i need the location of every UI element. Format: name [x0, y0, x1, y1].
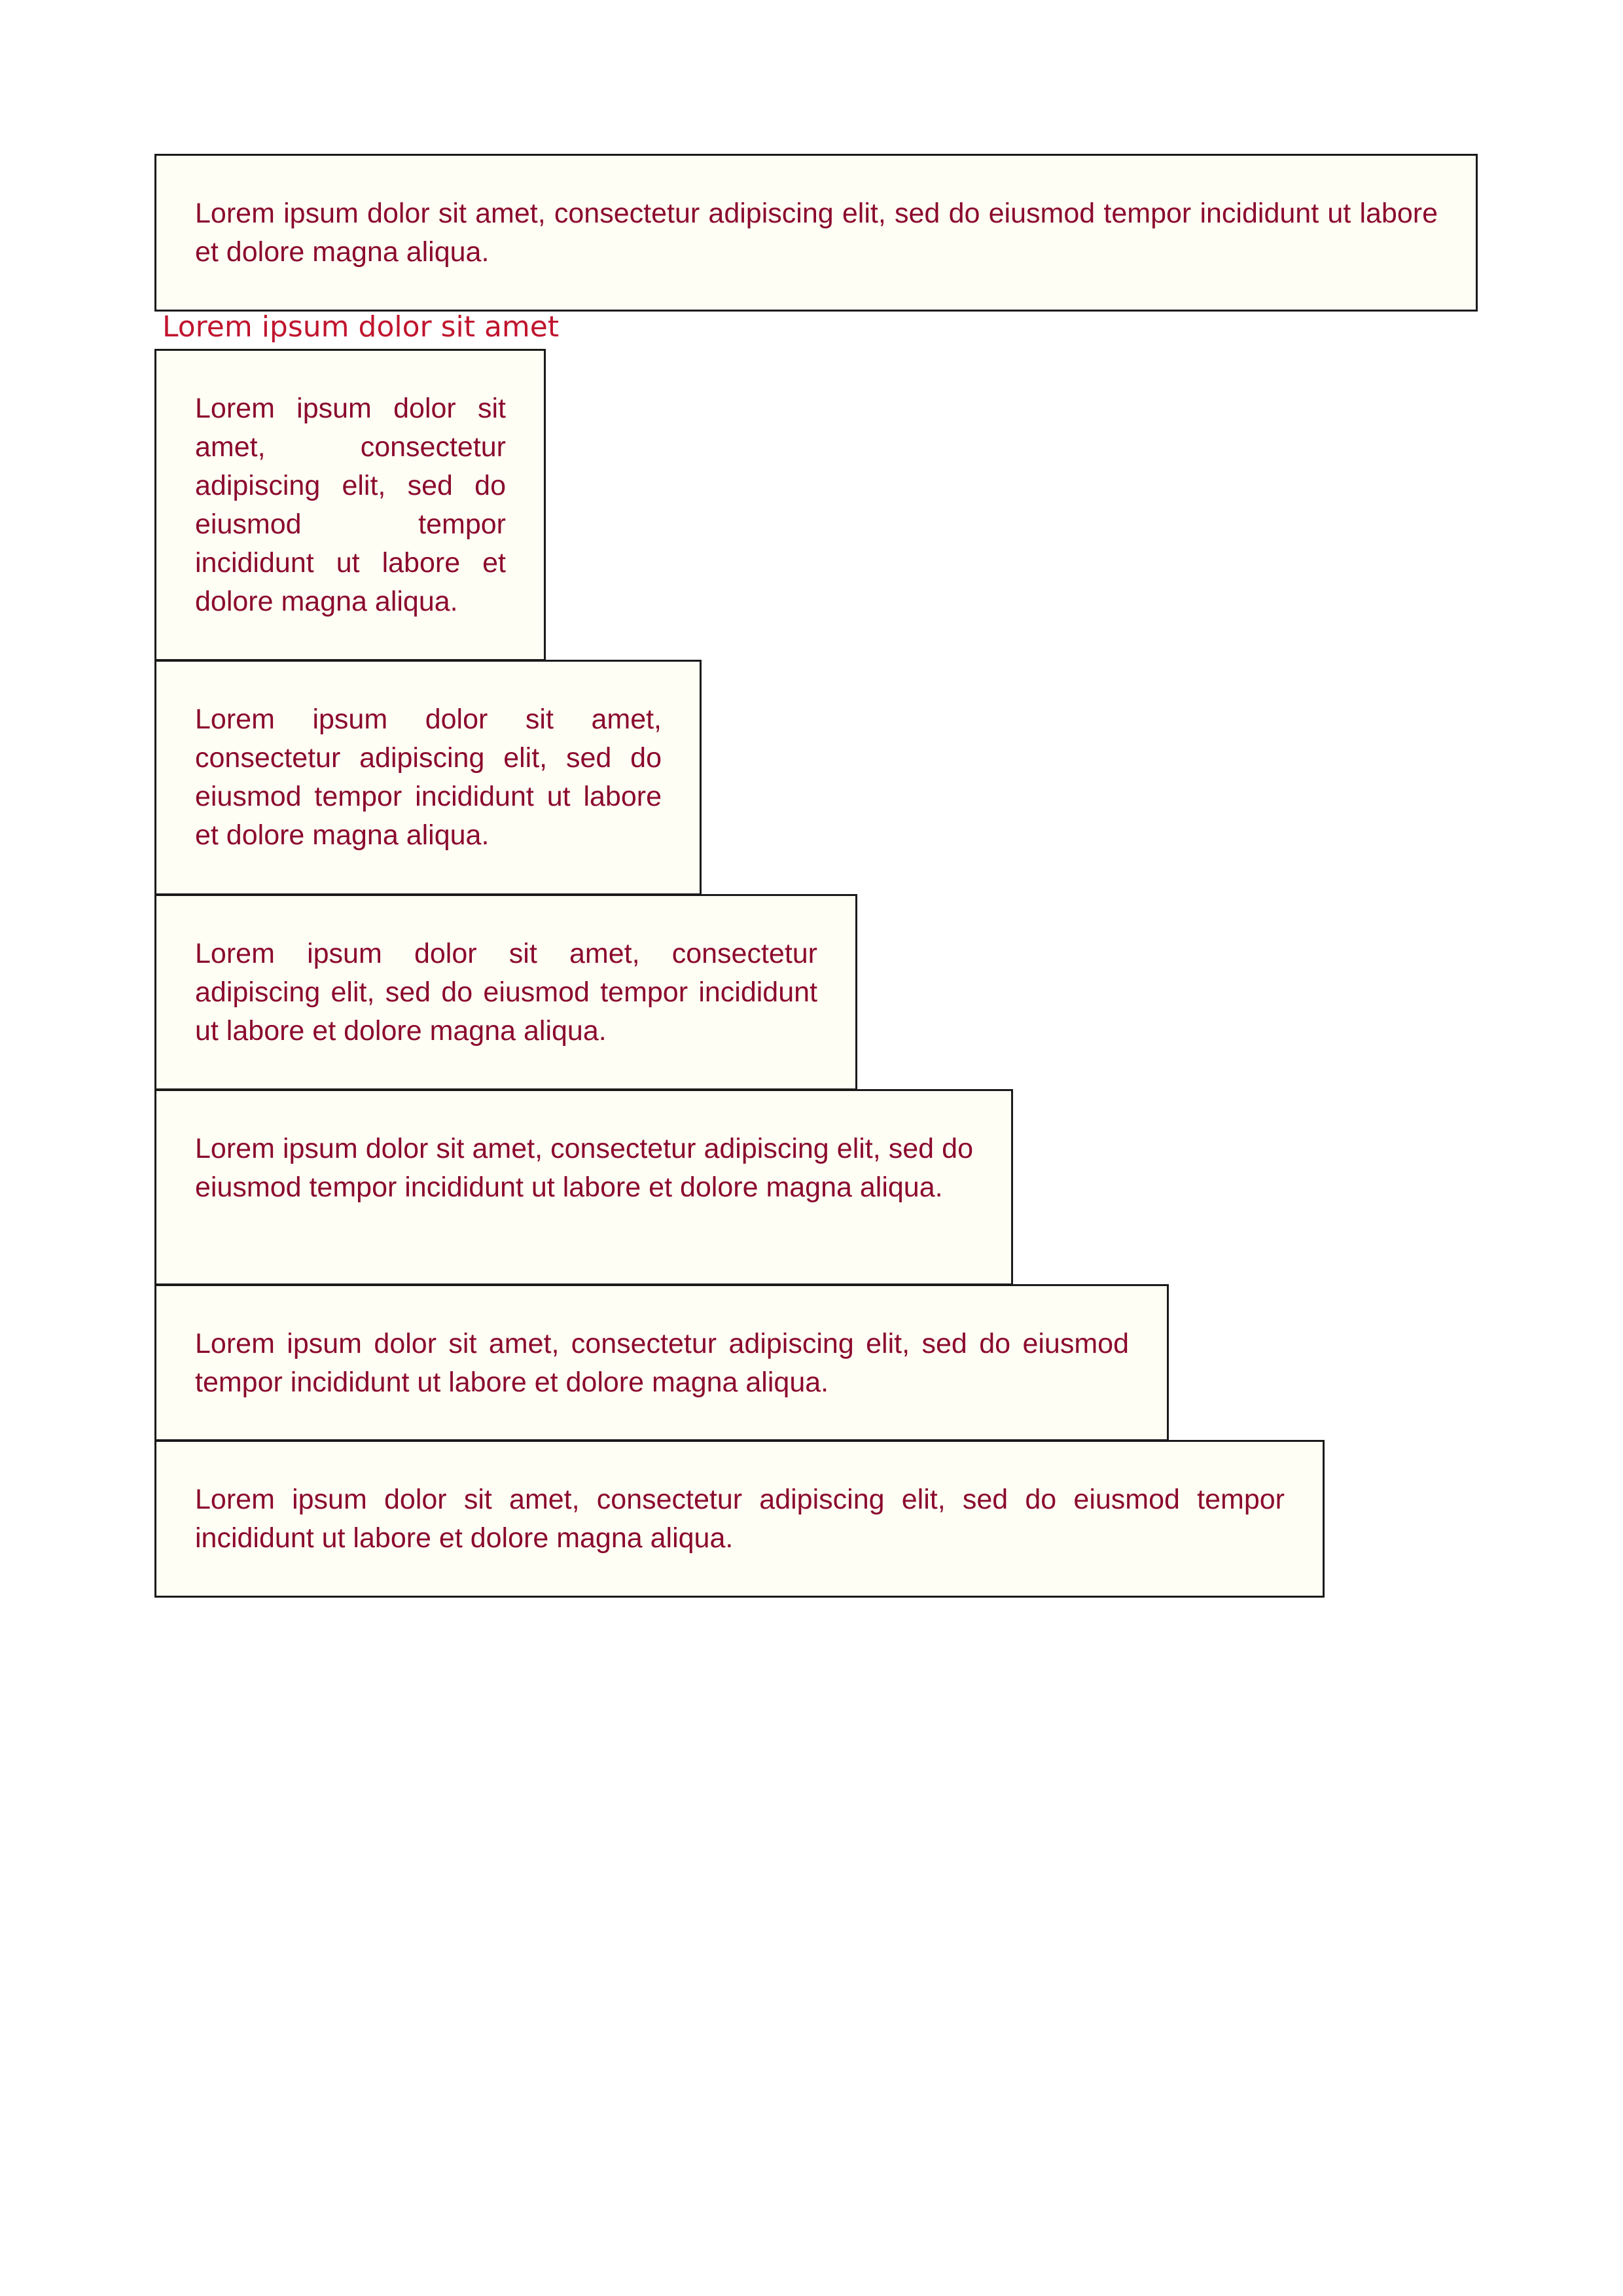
- text-box-5: Lorem ipsum dolor sit amet, consectetur …: [154, 1284, 1169, 1441]
- text-box-2-text: Lorem ipsum dolor sit amet, consectetur …: [195, 704, 662, 851]
- section-heading: Lorem ipsum dolor sit amet: [162, 310, 560, 344]
- text-box-4-text: Lorem ipsum dolor sit amet, consectetur …: [195, 1133, 973, 1203]
- text-box-1: Lorem ipsum dolor sit amet, consectetur …: [154, 349, 546, 661]
- top-text-box-text: Lorem ipsum dolor sit amet, consectetur …: [195, 198, 1438, 268]
- text-box-6: Lorem ipsum dolor sit amet, consectetur …: [154, 1440, 1325, 1598]
- text-box-4: Lorem ipsum dolor sit amet, consectetur …: [154, 1089, 1013, 1285]
- text-box-1-text: Lorem ipsum dolor sit amet, consectetur …: [195, 393, 506, 617]
- text-box-3-text: Lorem ipsum dolor sit amet, consectetur …: [195, 938, 817, 1047]
- text-box-3: Lorem ipsum dolor sit amet, consectetur …: [154, 894, 857, 1090]
- text-box-5-text: Lorem ipsum dolor sit amet, consectetur …: [195, 1328, 1129, 1398]
- text-box-6-text: Lorem ipsum dolor sit amet, consectetur …: [195, 1484, 1285, 1554]
- text-box-2: Lorem ipsum dolor sit amet, consectetur …: [154, 660, 702, 895]
- top-text-box: Lorem ipsum dolor sit amet, consectetur …: [154, 154, 1478, 312]
